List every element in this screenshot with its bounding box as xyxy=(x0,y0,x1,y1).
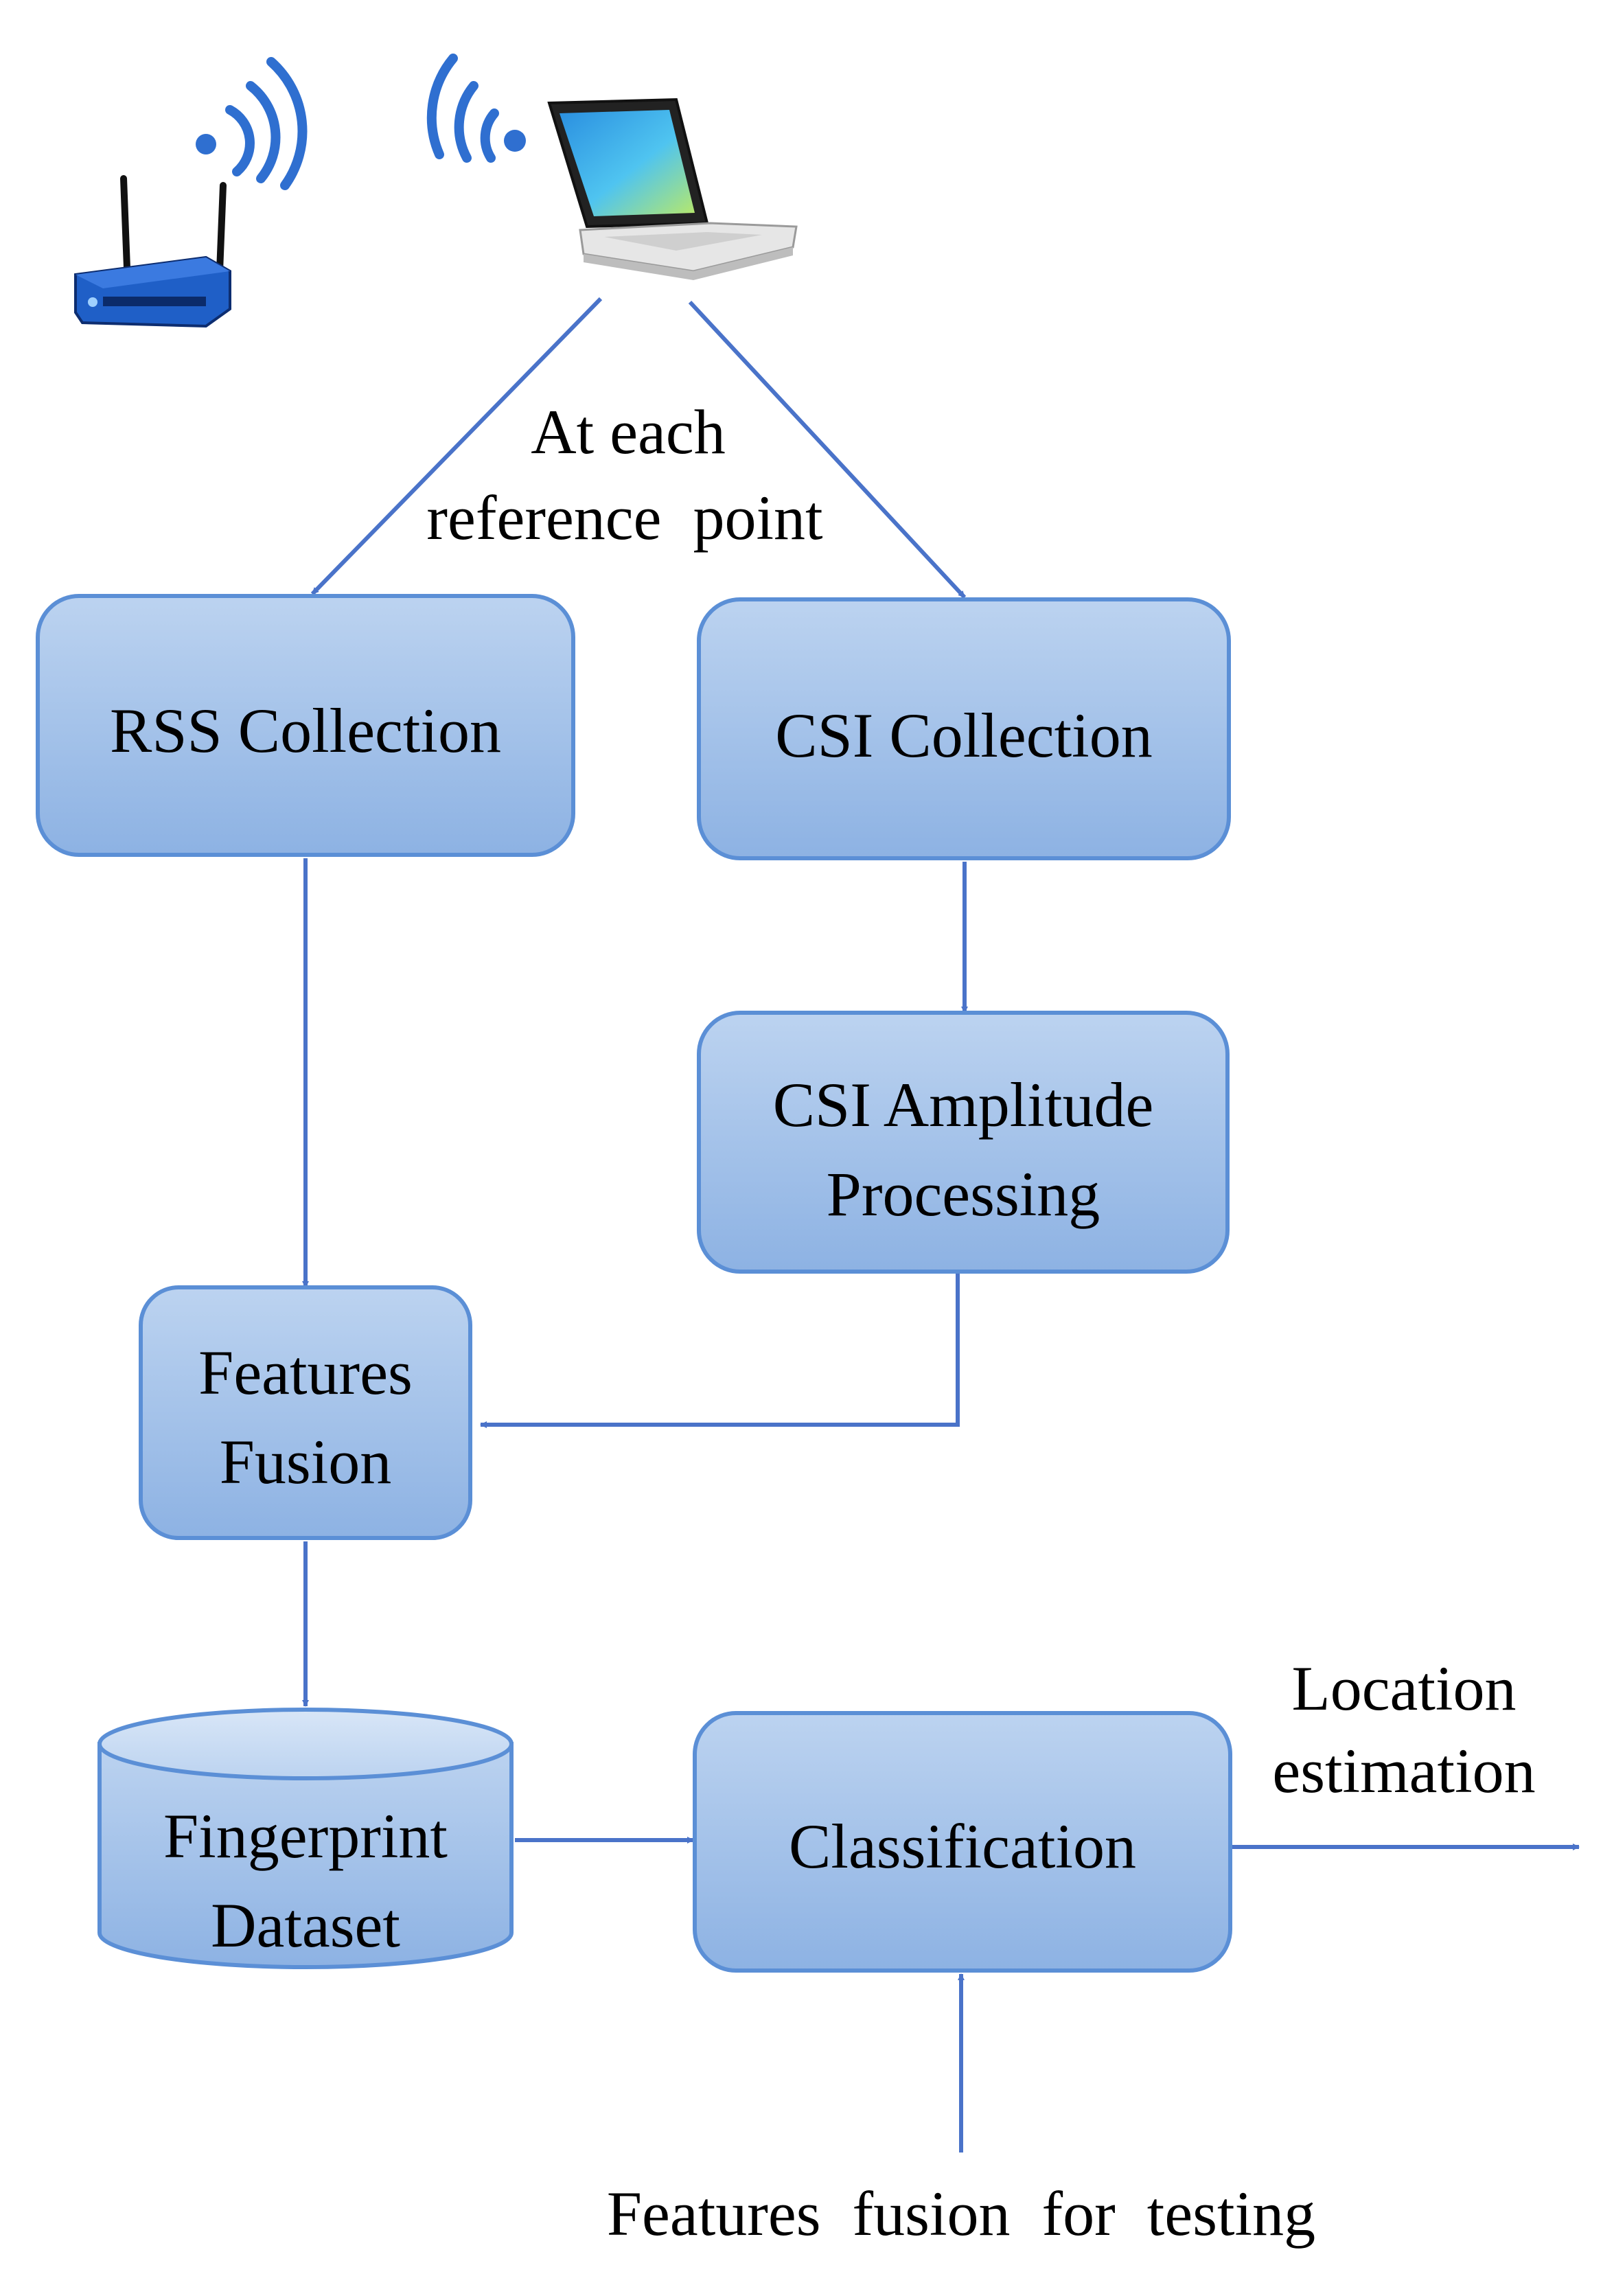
features-fusion-node: Features Fusion xyxy=(139,1285,472,1540)
classification-node: Classification xyxy=(693,1711,1232,1973)
wifi-signal-icon xyxy=(196,57,308,190)
fingerprint-dataset-node: Fingerprint Dataset xyxy=(97,1708,514,1969)
arrow-amplitude-to-fusion xyxy=(480,1274,960,1428)
csi-amplitude-processing-node: CSI Amplitude Processing xyxy=(697,1011,1230,1274)
csi-collection-node: CSI Collection xyxy=(697,597,1231,860)
arrow-laptop-to-rss xyxy=(310,297,603,596)
rss-collection-label: RSS Collection xyxy=(110,696,501,766)
laptop-icon xyxy=(547,97,798,280)
csi-collection-label: CSI Collection xyxy=(775,700,1152,770)
location-estimation-label-line2: estimation xyxy=(1272,1736,1535,1806)
connectors xyxy=(302,297,1580,2152)
wifi-signal-icon xyxy=(426,54,526,163)
fingerprint-dataset-label-line1: Fingerprint xyxy=(163,1801,448,1871)
csi-amplitude-label-line1: CSI Amplitude xyxy=(773,1070,1154,1140)
fingerprint-dataset-label-line2: Dataset xyxy=(211,1890,400,1960)
features-fusion-label-line1: Features xyxy=(198,1338,413,1408)
testing-input-label: Features fusion for testing xyxy=(607,2179,1315,2249)
location-estimation-label-line1: Location xyxy=(1292,1653,1517,1723)
rss-collection-node: RSS Collection xyxy=(36,594,575,857)
arrow-laptop-to-csi xyxy=(688,300,967,599)
wifi-router-icon xyxy=(74,175,231,328)
csi-amplitude-label-line2: Processing xyxy=(827,1159,1100,1229)
classification-label: Classification xyxy=(789,1811,1136,1881)
features-fusion-label-line2: Fusion xyxy=(220,1427,392,1497)
reference-point-label-line2: reference point xyxy=(426,483,823,553)
reference-point-label-line1: At each xyxy=(531,397,726,467)
